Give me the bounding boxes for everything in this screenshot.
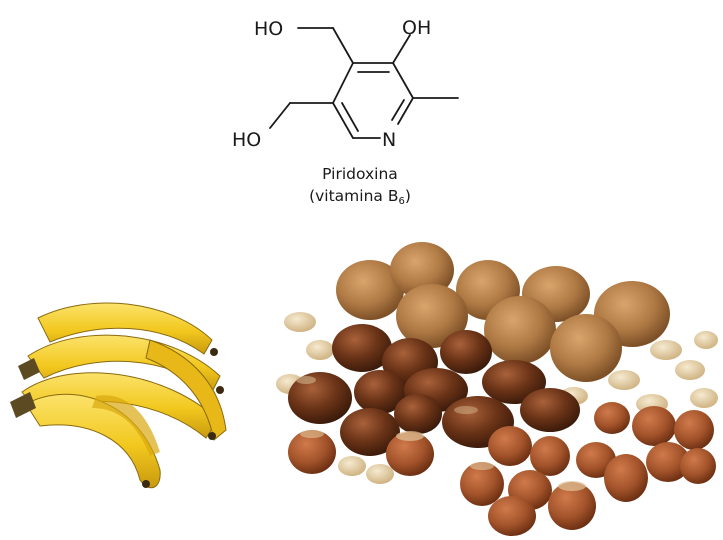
ring-bond [332,102,354,139]
banana-bunch-icon [10,302,227,489]
ch2-bond [269,102,291,129]
atom-ho-top: HO [254,18,283,40]
atom-nitrogen: N [382,129,396,151]
atom-oh-top: OH [402,17,431,39]
compound-caption: Piridoxina (vitamina B6) [240,163,480,207]
vitamin-subscript: 6 [398,196,405,207]
ring-bond [397,97,414,125]
ring-bond [392,62,414,99]
ch2-bond [332,27,354,64]
ring-double-bond [391,99,405,121]
vitamin-prefix: (vitamina B [309,187,399,205]
atom-ho-left: HO [232,129,261,151]
compound-name: Piridoxina [322,165,398,183]
ring-double-bond [341,102,359,132]
ring-bond [332,62,354,104]
compound-vitamin-label: (vitamina B6) [240,185,480,207]
oh-bond [392,34,411,64]
mixed-nuts-pile-icon [276,242,718,536]
vitamin-suffix: ) [404,187,411,205]
